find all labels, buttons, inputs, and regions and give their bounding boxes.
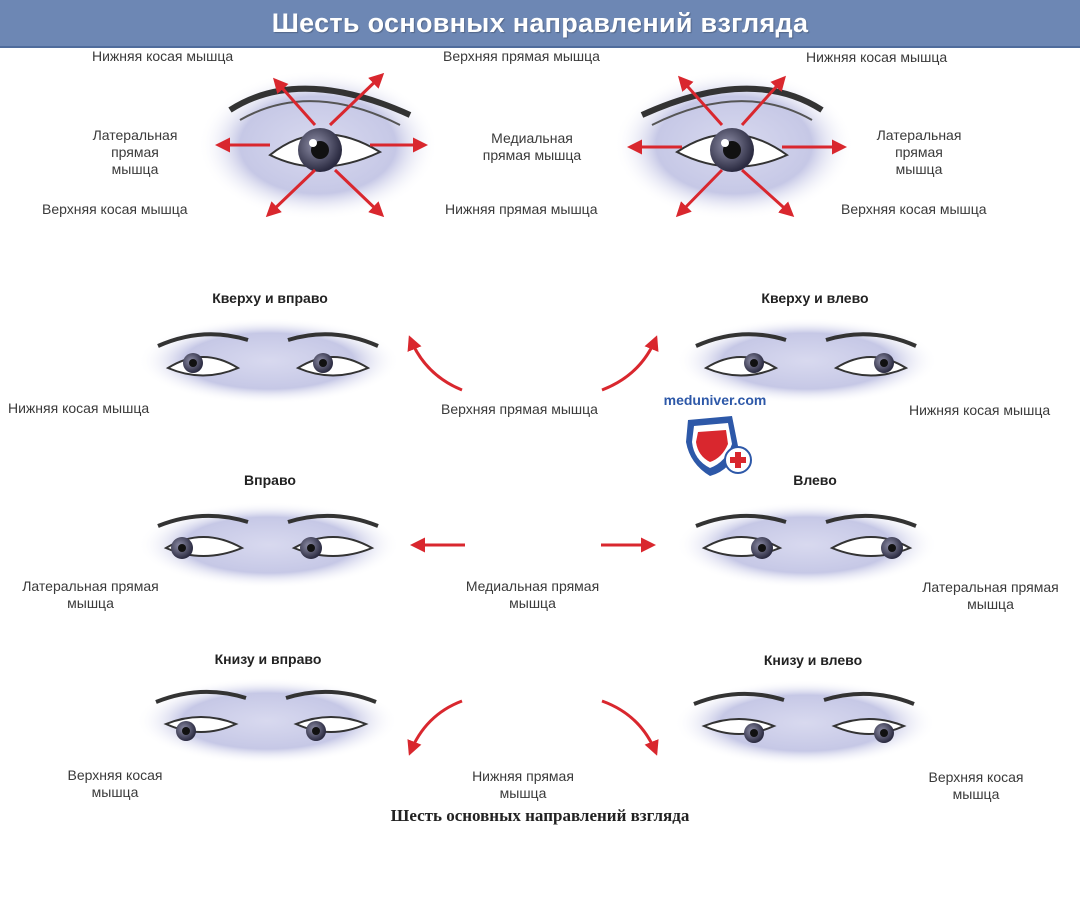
label-row1-right: Нижняя косая мышца (909, 402, 1051, 418)
label-row1-left: Нижняя косая мышца (8, 400, 150, 416)
top-right-eye-diagram (614, 70, 854, 220)
label-row1-center: Верхняя прямая мышца (441, 401, 598, 417)
label-superior-oblique-top-left: Верхняя косая мышца (42, 201, 188, 217)
header-up-right: Кверху и вправо (212, 290, 328, 306)
label-superior-oblique-top-right: Верхняя косая мышца (841, 201, 987, 217)
top-left-eye-diagram (198, 70, 438, 220)
face-right (138, 502, 400, 588)
face-up-right (138, 318, 400, 404)
label-inferior-oblique-top-left: Нижняя косая мышца (92, 48, 234, 64)
shield-logo-icon (686, 416, 752, 476)
arrow-down-left (601, 699, 659, 756)
arrow-up-left (601, 335, 659, 392)
header-down-right: Книзу и вправо (214, 651, 322, 667)
page-title: Шесть основных направлений взгляда (271, 8, 809, 38)
figure-caption: Шесть основных направлений взгляда (390, 806, 690, 825)
header-up-left: Кверху и влево (761, 290, 869, 306)
watermark-text: meduniver.com (663, 392, 767, 408)
face-up-left (676, 318, 938, 404)
label-superior-rectus-top: Верхняя прямая мышца (443, 48, 600, 64)
face-left (676, 502, 938, 588)
header-right: Вправо (244, 472, 296, 488)
arrow-right (410, 537, 465, 553)
header-down-left: Книзу и влево (763, 652, 863, 668)
label-inferior-rectus-top: Нижняя прямая мышца (445, 201, 598, 217)
title-banner (0, 0, 1080, 48)
face-down-left (674, 680, 936, 766)
arrow-down-right (407, 699, 463, 756)
arrow-left (601, 537, 656, 553)
arrow-up-right (407, 335, 463, 392)
face-down-right (136, 678, 398, 764)
label-inferior-oblique-top-right: Нижняя косая мышца (806, 49, 948, 65)
header-left: Влево (793, 472, 837, 488)
